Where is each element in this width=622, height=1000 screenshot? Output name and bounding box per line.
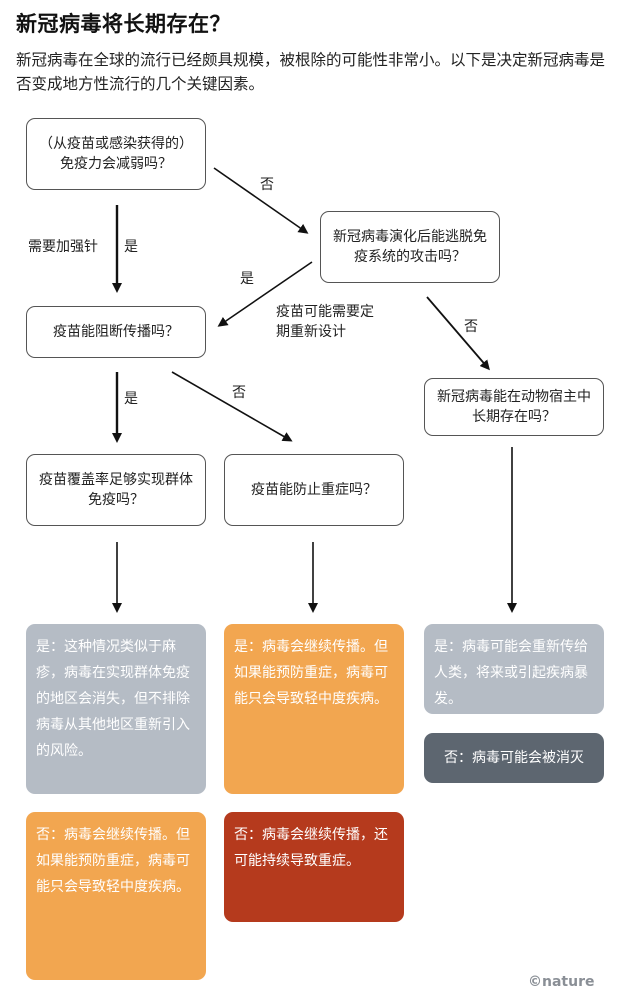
page-title: 新冠病毒将长期存在？: [16, 12, 231, 36]
outcome-animal-yes-text: 是：病毒可能会重新传给人类，将来或引起疾病暴发。: [434, 639, 588, 707]
label-no-1: 否: [260, 177, 274, 193]
question-virus-evolve: 新冠病毒演化后能逃脱免疫系统的攻击吗？: [320, 211, 500, 283]
question-coverage-herd-text: 疫苗覆盖率足够实现群体免疫吗？: [39, 472, 193, 508]
question-prevent-severe: 疫苗能防止重症吗？: [224, 454, 404, 526]
outcome-animal-no-text: 否：病毒可能会被消灭: [444, 750, 584, 766]
arrow-evolve-to-animal: [426, 296, 490, 371]
question-vaccine-block: 疫苗能阻断传播吗？: [26, 306, 206, 358]
question-coverage-herd: 疫苗覆盖率足够实现群体免疫吗？: [26, 454, 206, 526]
outcome-severe-yes-text: 是：病毒会继续传播。但如果能预防重症，病毒可能只会导致轻中度疾病。: [234, 639, 388, 707]
outcome-animal-no: 否：病毒可能会被消灭: [424, 733, 604, 783]
question-animal-host: 新冠病毒能在动物宿主中长期存在吗？: [424, 378, 604, 436]
question-immunity-wane-text: （从疫苗或感染获得的）免疫力会减弱吗？: [39, 136, 193, 172]
question-virus-evolve-text: 新冠病毒演化后能逃脱免疫系统的攻击吗？: [333, 229, 487, 265]
outcome-herd-no: 否：病毒会继续传播。但如果能预防重症，病毒可能只会导致轻中度疾病。: [26, 812, 206, 980]
arrow-immunity-to-evolve: [213, 167, 309, 234]
question-immunity-wane: （从疫苗或感染获得的）免疫力会减弱吗？: [26, 118, 206, 190]
outcome-severe-no-text: 否：病毒会继续传播，还可能持续导致重症。: [234, 827, 388, 869]
arrow-block-to-severe: [171, 371, 293, 442]
label-yes-3: 是: [124, 391, 138, 407]
page-subtitle: 新冠病毒在全球的流行已经颇具规模，被根除的可能性非常小。以下是决定新冠病毒是否变…: [16, 51, 606, 93]
label-redesign: 疫苗可能需要定期重新设计: [276, 304, 374, 340]
question-prevent-severe-text: 疫苗能防止重症吗？: [251, 482, 377, 498]
outcome-severe-yes: 是：病毒会继续传播。但如果能预防重症，病毒可能只会导致轻中度疾病。: [224, 624, 404, 794]
question-vaccine-block-text: 疫苗能阻断传播吗？: [53, 324, 179, 340]
label-need-booster: 需要加强针: [28, 239, 98, 255]
label-no-2: 否: [464, 319, 478, 335]
question-animal-host-text: 新冠病毒能在动物宿主中长期存在吗？: [437, 389, 591, 425]
arrow-evolve-to-block: [217, 261, 313, 327]
outcome-herd-yes: 是：这种情况类似于麻疹，病毒在实现群体免疫的地区会消失，但不排除病毒从其他地区重…: [26, 624, 206, 794]
outcome-severe-no: 否：病毒会继续传播，还可能持续导致重症。: [224, 812, 404, 922]
label-yes-2: 是: [240, 271, 254, 287]
label-no-3: 否: [232, 385, 246, 401]
outcome-herd-yes-text: 是：这种情况类似于麻疹，病毒在实现群体免疫的地区会消失，但不排除病毒从其他地区重…: [36, 639, 190, 759]
nature-logo: ©nature: [528, 974, 595, 990]
outcome-herd-no-text: 否：病毒会继续传播。但如果能预防重症，病毒可能只会导致轻中度疾病。: [36, 827, 190, 895]
label-yes-1: 是: [124, 239, 138, 255]
outcome-animal-yes: 是：病毒可能会重新传给人类，将来或引起疾病暴发。: [424, 624, 604, 714]
